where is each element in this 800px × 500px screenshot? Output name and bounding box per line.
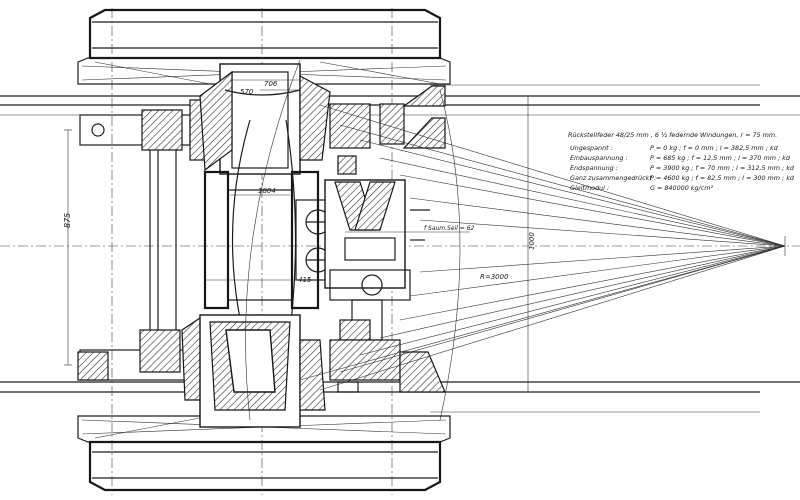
dim-875: 875 <box>63 213 72 228</box>
spec-row-values-4: G = 840000 kg/cm² <box>650 184 713 192</box>
spec-row-label-3: Ganz zusammengedrückt : <box>570 174 656 182</box>
side-beam-left <box>77 114 191 381</box>
rope-label: f Saum.Seil = 62 <box>424 225 475 232</box>
dim-570: 570 <box>240 88 254 96</box>
dim-415: 415 <box>298 276 312 284</box>
spec-row-values-2: P = 3900 kg ; f = 70 mm ; l = 312,5 mm ;… <box>650 164 795 172</box>
upper-bolster <box>141 63 446 175</box>
spec-row-label-2: Endspannung : <box>570 164 618 172</box>
spring-unit <box>324 179 430 341</box>
spec-row-values-3: P = 4600 kg ; f = 82,5 mm ; l = 300 mm ;… <box>650 174 795 182</box>
dimension-lines <box>64 79 532 393</box>
spec-row-values-1: P = 685 kg ; f = 12,5 mm ; l = 370 mm ; … <box>650 154 791 162</box>
spec-title: Rückstellfeder 48/25 mm , 6 ½ federnde W… <box>568 131 777 139</box>
spec-row-label-4: Gleitmodul : <box>570 184 609 192</box>
spec-row-values-0: P = 0 kg ; f = 0 mm ; l = 382,5 mm ; kd <box>650 144 779 152</box>
spec-row-label-1: Einbauspannung : <box>570 154 628 162</box>
dim-1000: 1000 <box>528 232 536 250</box>
dim-706: 706 <box>264 80 278 88</box>
construction-lines <box>245 59 786 421</box>
bottom-wheel <box>77 415 451 492</box>
dim-1804: 1804 <box>258 187 276 195</box>
radius-label: R=3000 <box>480 273 509 281</box>
lower-bolster <box>139 314 446 428</box>
spring-spec-table: Rückstellfeder 48/25 mm , 6 ½ federnde W… <box>568 131 795 192</box>
spec-row-label-0: Ungespannt : <box>570 144 613 152</box>
